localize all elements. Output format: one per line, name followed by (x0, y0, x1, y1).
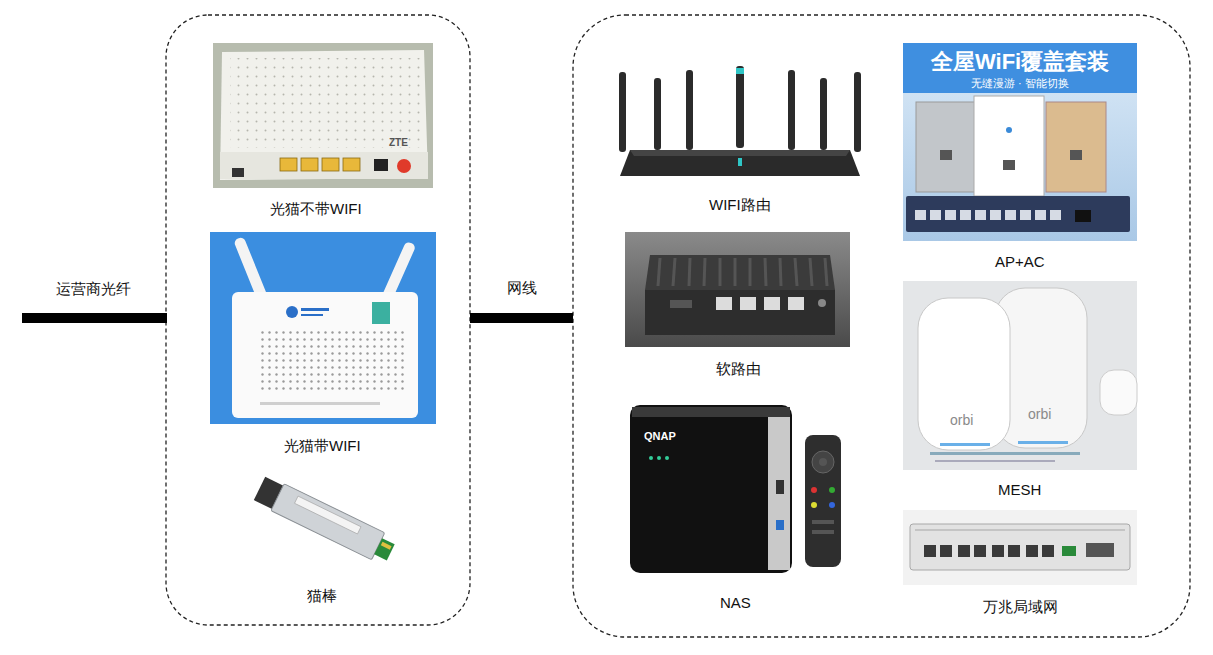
brand-mark: QNAP (644, 430, 676, 443)
soft-router-photo (625, 232, 850, 347)
node-text: 光猫不带WIFI (270, 200, 362, 217)
node-text: 光猫带WIFI (284, 437, 361, 454)
line-label: 网线 (507, 279, 537, 297)
banner-title: 全屋WiFi覆盖套装 (931, 49, 1109, 75)
router-photo (619, 66, 861, 176)
banner-subtitle: 无缝漫游 · 智能切换 (971, 77, 1069, 90)
node-text: 万兆局域网 (983, 598, 1058, 615)
node-text: 软路由 (716, 360, 761, 377)
fiber-line (22, 313, 167, 323)
wifi-modem-label: 光猫带WIFI (280, 435, 365, 457)
sfp-label: 猫棒 (303, 585, 341, 607)
modem-label: 光猫不带WIFI (266, 198, 366, 220)
line-label: 运营商光纤 (56, 280, 131, 298)
mesh-photo (903, 281, 1137, 470)
modem-photo (213, 43, 433, 188)
nas-label: NAS (716, 592, 755, 614)
ap-ac-label: AP+AC (991, 251, 1049, 273)
router-label: WIFI路由 (705, 194, 775, 216)
group-outline (573, 15, 1190, 637)
node-text: WIFI路由 (709, 196, 771, 213)
brand-mark: orbi (950, 412, 973, 429)
sfp-stick-photo (253, 475, 397, 566)
node-text: MESH (998, 481, 1041, 498)
wifi-modem-photo (210, 232, 436, 424)
soft-router-label: 软路由 (712, 358, 765, 380)
ap-ac-photo (903, 43, 1137, 241)
cable-line (470, 313, 573, 323)
switch-label: 万兆局域网 (979, 596, 1062, 618)
mesh-label: MESH (994, 479, 1045, 501)
switch-photo (903, 510, 1137, 585)
node-text: 猫棒 (307, 587, 337, 604)
nas-photo (630, 405, 841, 573)
brand-mark: ZTE (389, 137, 408, 149)
group-outline (166, 15, 470, 625)
brand-mark: orbi (1028, 406, 1051, 423)
node-text: AP+AC (995, 253, 1045, 270)
node-text: NAS (720, 594, 751, 611)
